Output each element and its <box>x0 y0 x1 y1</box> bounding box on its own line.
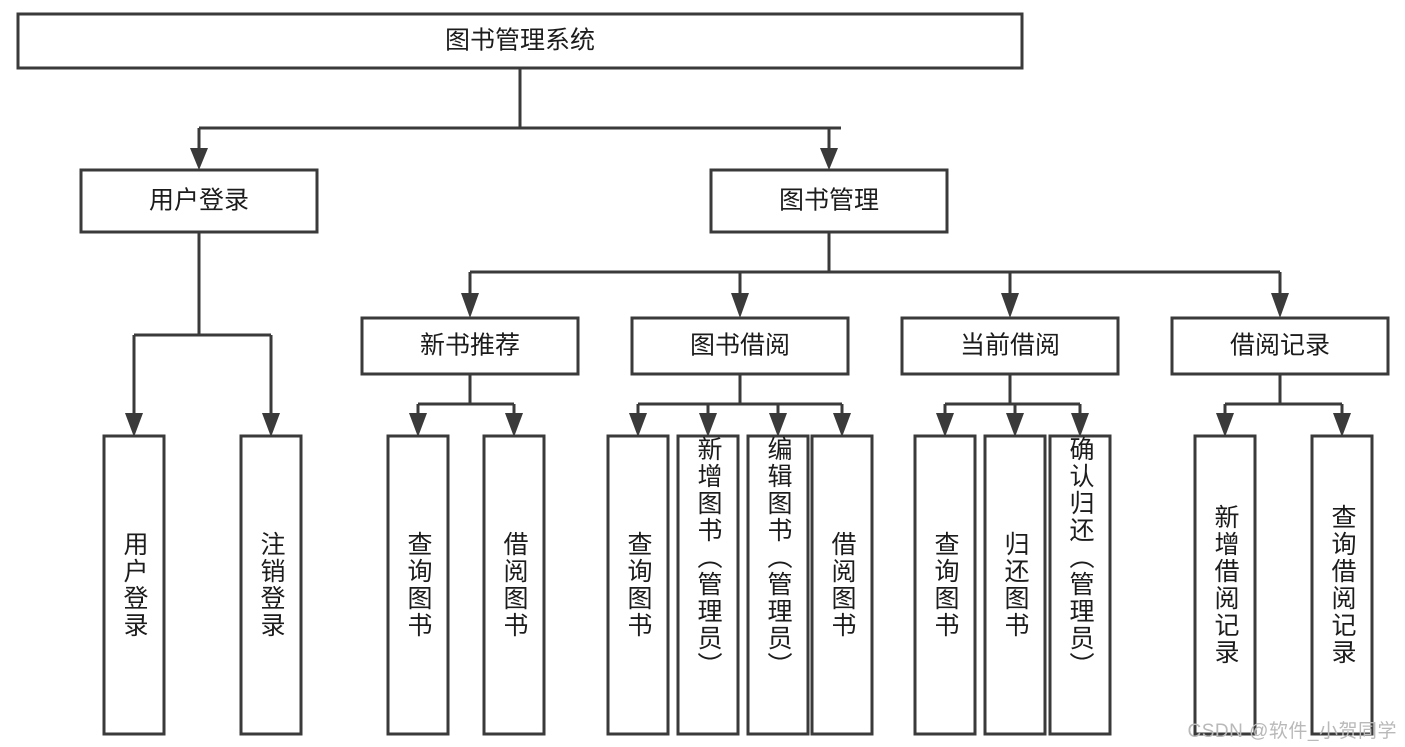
csdn-watermark: CSDN @软件_小贺同学 <box>1187 721 1397 742</box>
node-root-system[interactable] <box>16 12 1024 70</box>
leaf-borrow-record-add[interactable] <box>1193 434 1257 736</box>
leaf-book-borrow-query[interactable] <box>606 434 670 736</box>
connector-user-login-to-leaves <box>125 232 280 437</box>
node-root-system-label: 图书管理系统 <box>445 27 595 55</box>
leaf-book-borrow-edit[interactable] <box>746 434 810 736</box>
leaf-borrow-record-query[interactable] <box>1310 434 1374 736</box>
connector-root-to-level2 <box>190 68 841 170</box>
leaf-new-book-borrow[interactable] <box>482 434 546 736</box>
leaf-current-borrow-confirm[interactable] <box>1048 434 1112 736</box>
leaf-book-borrow-add[interactable] <box>676 434 740 736</box>
leaf-user-login-logout[interactable] <box>239 434 303 736</box>
node-borrow-record-label: 借阅记录 <box>1230 332 1330 360</box>
leaf-new-book-query[interactable] <box>386 434 450 736</box>
node-book-borrow-label: 图书借阅 <box>690 332 790 360</box>
node-new-book-recommend[interactable] <box>360 316 580 376</box>
node-current-borrow-label: 当前借阅 <box>960 332 1060 360</box>
connector-new-book-recommend-to-leaves <box>409 374 523 437</box>
leaf-current-borrow-return[interactable] <box>983 434 1047 736</box>
leaf-book-borrow-borrow[interactable] <box>810 434 874 736</box>
node-book-management[interactable] <box>709 168 949 234</box>
node-user-login-label: 用户登录 <box>149 187 249 215</box>
leaf-user-login-login[interactable] <box>102 434 166 736</box>
node-new-book-recommend-label: 新书推荐 <box>420 332 520 360</box>
connector-book-borrow-to-leaves <box>629 374 851 437</box>
leaf-current-borrow-query[interactable] <box>913 434 977 736</box>
connector-book-management-to-level3 <box>461 232 1289 318</box>
node-current-borrow[interactable] <box>900 316 1120 376</box>
node-book-management-label: 图书管理 <box>779 187 879 215</box>
node-user-login[interactable] <box>79 168 319 234</box>
connector-current-borrow-to-leaves <box>936 374 1089 437</box>
connector-borrow-record-to-leaves <box>1216 374 1351 437</box>
